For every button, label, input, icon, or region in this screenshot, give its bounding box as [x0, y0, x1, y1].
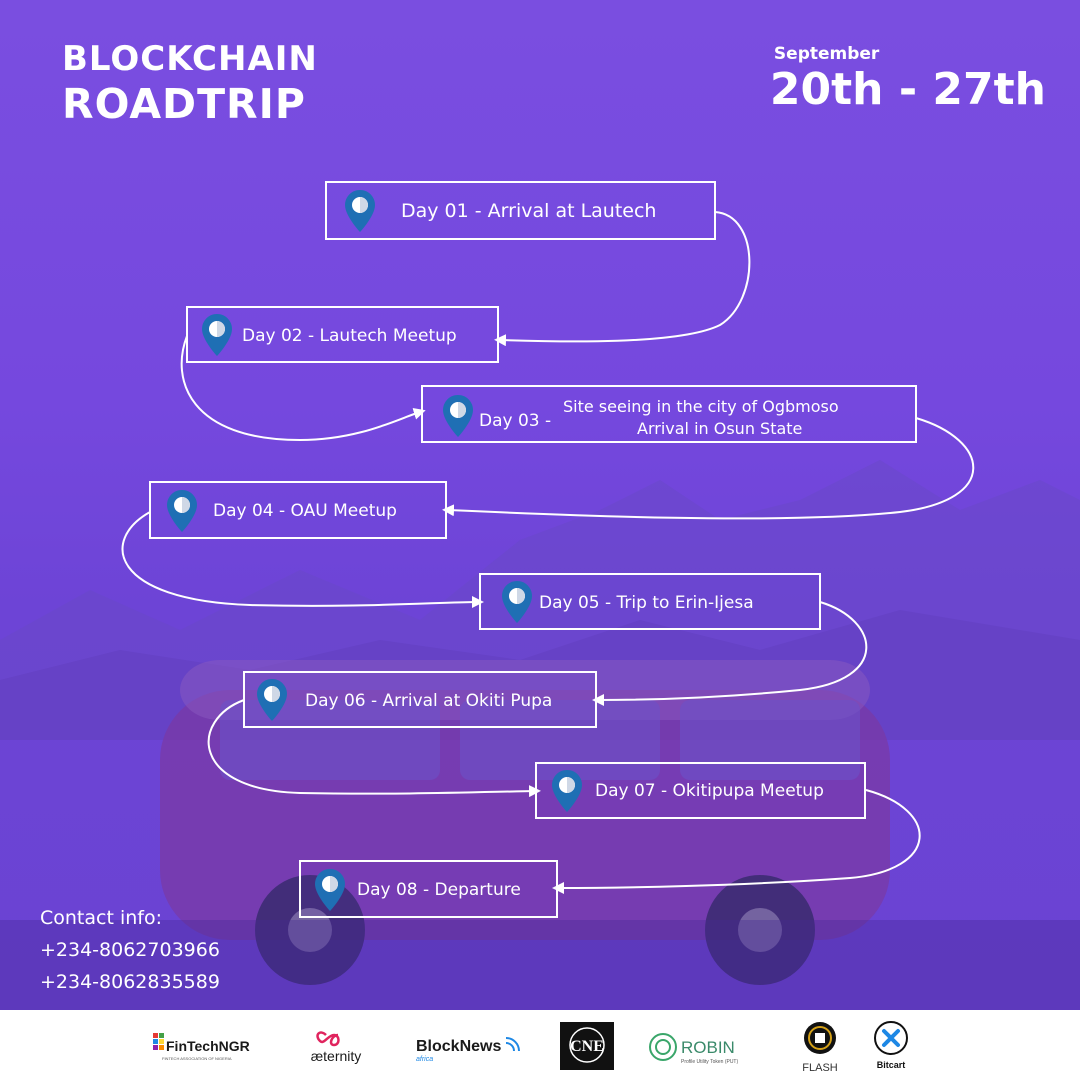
bitcart-logo-icon: Bitcart — [874, 1021, 908, 1070]
connector-3-4 — [442, 417, 975, 520]
day-label: Day 04 - OAU Meetup — [213, 501, 397, 521]
fintechngr-logo-icon: FinTechNGR FINTECH ASSOCIATION OF NIGERI… — [153, 1033, 250, 1061]
day-label: Day 08 - Departure — [357, 880, 521, 900]
contact-phone-1: +234-8062703966 — [40, 939, 220, 961]
sponsor-cne-logo: CNE — [559, 1010, 615, 1082]
location-pin-icon — [345, 190, 375, 232]
day-label-line-1: Site seeing in the city of Ogbmoso — [563, 397, 839, 416]
connector-4-5 — [121, 511, 484, 609]
connector-5-6 — [592, 601, 868, 706]
day-label-prefix: Day 03 - — [479, 411, 552, 431]
contact-info: Contact info: +234-8062703966 +234-80628… — [40, 902, 220, 998]
itinerary-day-02: Day 02 - Lautech Meetup — [186, 306, 499, 363]
itinerary-day-06: Day 06 - Arrival at Okiti Pupa — [243, 671, 597, 728]
itinerary-day-08: Day 08 - Departure — [299, 860, 558, 918]
itinerary-day-07: Day 07 - Okitipupa Meetup — [535, 762, 866, 819]
sponsor-strip: FinTechNGR FINTECH ASSOCIATION OF NIGERI… — [0, 1010, 1080, 1082]
sponsor-name: CNE — [570, 1038, 604, 1055]
sponsor-blocknews-logo: BlockNews africa — [412, 1010, 524, 1082]
location-pin-icon — [502, 581, 532, 623]
location-pin-icon — [443, 395, 473, 437]
connector-2-3 — [180, 335, 426, 442]
aeternity-logo-icon: æternity — [311, 1031, 362, 1064]
title-line-1: BLOCKCHAIN — [62, 39, 318, 79]
cne-logo-icon: CNE — [560, 1022, 614, 1070]
itinerary-day-04: Day 04 - OAU Meetup — [149, 481, 447, 539]
hero-background: BLOCKCHAIN ROADTRIP September 20th - 27t… — [0, 0, 1080, 1010]
connector-1-2 — [494, 211, 751, 347]
blocknews-logo-icon: BlockNews africa — [416, 1037, 520, 1063]
van-silhouette — [160, 660, 890, 985]
sponsor-fintechngr-logo: FinTechNGR FINTECH ASSOCIATION OF NIGERI… — [150, 1010, 265, 1082]
day-label: Day 07 - Okitipupa Meetup — [595, 781, 824, 801]
day-label: Day 05 - Trip to Erin-Ijesa — [539, 593, 754, 613]
location-pin-icon — [257, 679, 287, 721]
sponsor-flash-logo: FLASH — [795, 1010, 845, 1082]
sponsor-name: FinTechNGR — [166, 1038, 250, 1054]
sponsor-aeternity-logo: æternity — [296, 1010, 376, 1082]
robin-logo-icon: ROBIN Profile Utility Token (PUT) — [649, 1033, 738, 1065]
ground — [0, 920, 1080, 1010]
connector-6-7 — [207, 699, 541, 798]
itinerary-day-05: Day 05 - Trip to Erin-Ijesa — [479, 573, 821, 630]
sponsor-name: ROBIN — [681, 1038, 735, 1057]
date-range: 20th - 27th — [769, 64, 1046, 115]
itinerary-day-01: Day 01 - Arrival at Lautech — [325, 181, 716, 240]
sponsor-sub: Profile Utility Token (PUT) — [681, 1059, 738, 1065]
connector-7-8 — [552, 789, 921, 894]
sponsor-sub: FINTECH ASSOCIATION OF NIGERIA — [162, 1056, 232, 1061]
route-connectors — [121, 211, 975, 894]
title-line-2: ROADTRIP — [62, 80, 306, 128]
sponsor-sub: africa — [416, 1056, 433, 1063]
sponsor-name: Bitcart — [877, 1060, 906, 1070]
flash-logo-icon: FLASH — [802, 1022, 838, 1074]
day-label: Day 02 - Lautech Meetup — [242, 326, 457, 346]
itinerary-day-03: Day 03 - Site seeing in the city of Ogbm… — [421, 385, 917, 443]
sponsor-name: æternity — [311, 1048, 362, 1064]
day-label: Day 01 - Arrival at Lautech — [401, 200, 657, 222]
contact-phone-2: +234-8062835589 — [40, 971, 220, 993]
sponsor-name: FLASH — [802, 1062, 838, 1074]
date-month: September — [773, 44, 880, 64]
location-pin-icon — [315, 869, 345, 911]
sponsor-robin-logo: ROBIN Profile Utility Token (PUT) — [643, 1010, 763, 1082]
day-label-line-2: Arrival in Osun State — [637, 419, 803, 438]
location-pin-icon — [167, 490, 197, 532]
sponsor-name: BlockNews — [416, 1038, 501, 1055]
day-label: Day 06 - Arrival at Okiti Pupa — [305, 691, 553, 711]
event-date: September 20th - 27th — [770, 44, 1046, 112]
contact-heading: Contact info: — [40, 907, 162, 929]
sponsor-bitcart-logo: Bitcart — [866, 1010, 916, 1082]
event-title: BLOCKCHAIN ROADTRIP — [62, 42, 318, 125]
location-pin-icon — [202, 314, 232, 356]
location-pin-icon — [552, 770, 582, 812]
